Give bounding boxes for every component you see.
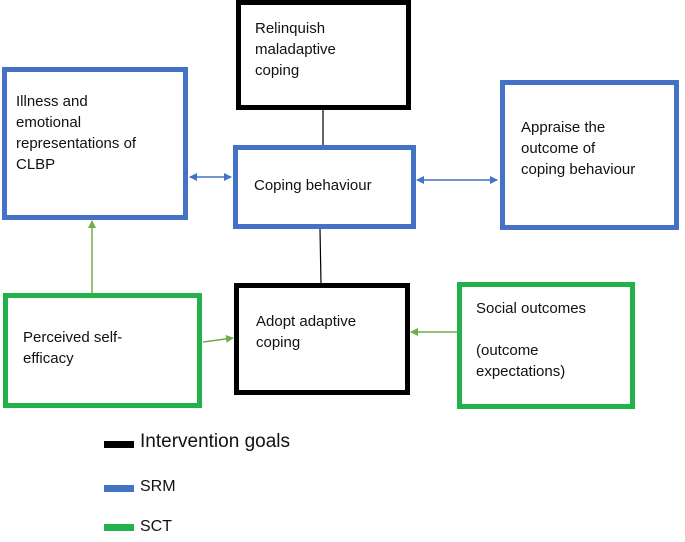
legend-swatch-srm (104, 485, 134, 492)
box-illness-representations: Illness and emotional representations of… (2, 67, 188, 220)
box-perceived-self-efficacy: Perceived self- efficacy (3, 293, 202, 408)
box-adopt-label: Adopt adaptive coping (256, 313, 357, 351)
box-self-efficacy-label: Perceived self- efficacy (23, 329, 123, 367)
box-relinquish-label: Relinquish maladaptive coping (255, 20, 336, 79)
box-social-outcomes: Social outcomes (outcome expectations) (457, 282, 635, 409)
legend-label-srm: SRM (140, 478, 176, 495)
legend-swatch-intervention (104, 441, 134, 448)
box-coping-label: Coping behaviour (254, 177, 372, 194)
legend-label-intervention: Intervention goals (140, 431, 290, 452)
box-appraise-label: Appraise the outcome of coping behaviour (521, 119, 636, 178)
arrow-self-efficacy-adopt (202, 334, 234, 343)
box-coping-behaviour: Coping behaviour (233, 145, 416, 229)
legend-label-sct: SCT (140, 518, 172, 535)
box-appraise-outcome: Appraise the outcome of coping behaviour (500, 80, 679, 230)
box-social-label: Social outcomes (outcome expectations) (476, 300, 587, 380)
box-illness-label: Illness and emotional representations of… (16, 93, 137, 173)
connector-coping-adopt (319, 228, 322, 285)
box-adopt-adaptive-coping: Adopt adaptive coping (234, 283, 410, 395)
legend-swatch-sct (104, 524, 134, 531)
box-relinquish-maladaptive-coping: Relinquish maladaptive coping (236, 0, 411, 110)
